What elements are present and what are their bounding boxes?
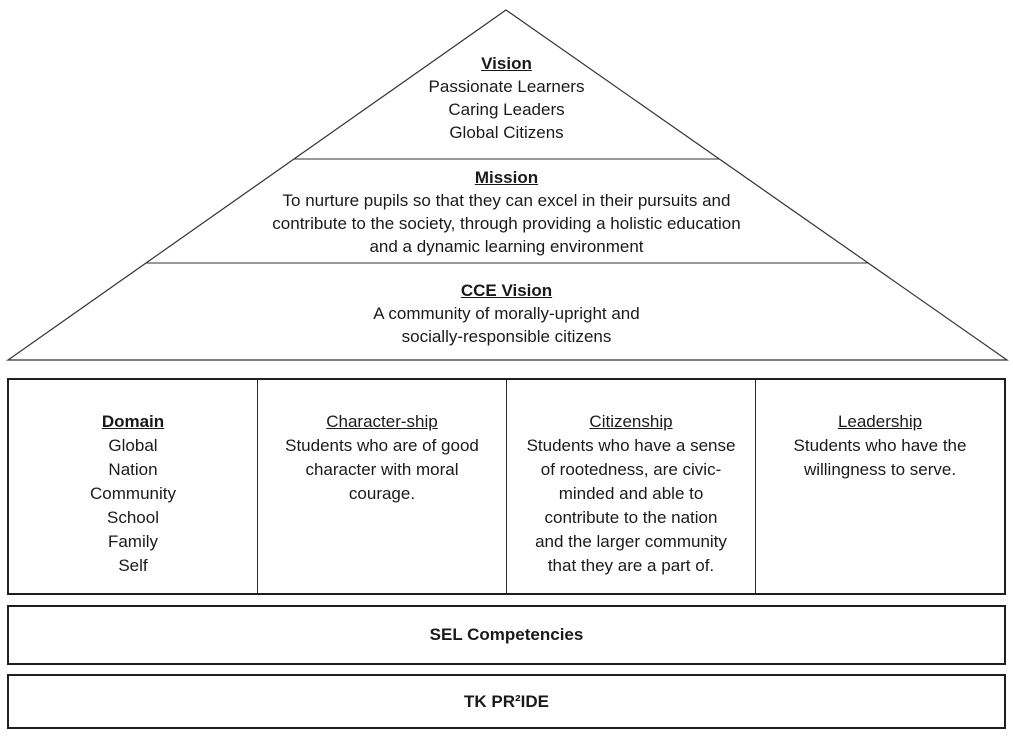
table-cell-leadership: Leadership Students who have the willing… (755, 380, 1004, 593)
domains-table: Domain Global Nation Community School Fa… (7, 378, 1006, 595)
sel-competencies-bar: SEL Competencies (7, 605, 1006, 665)
pyramid-tier-mission: Mission To nurture pupils so that they c… (0, 166, 1013, 258)
character-ship-column-body: Students who are of good character with … (285, 436, 479, 503)
tk-pride-label: TK PR²IDE (464, 691, 549, 711)
citizenship-column-title: Citizenship (589, 412, 673, 431)
mission-body: To nurture pupils so that they can excel… (272, 191, 741, 256)
pyramid-outline (6, 9, 1009, 361)
cce-vision-body: A community of morally-upright and socia… (373, 304, 640, 346)
leadership-column-title: Leadership (837, 412, 923, 431)
sel-competencies-label: SEL Competencies (429, 625, 584, 644)
tk-pride-bar: TK PR²IDE (7, 674, 1006, 729)
cce-vision-title: CCE Vision (460, 281, 553, 300)
character-ship-column-title: Character-ship (326, 412, 438, 431)
domain-column-title: Domain (101, 412, 165, 431)
pyramid-triangle-shape (6, 9, 1009, 361)
pyramid-tier-cce-vision: CCE Vision A community of morally-uprigh… (0, 279, 1013, 348)
table-cell-citizenship: Citizenship Students who have a sense of… (506, 380, 755, 593)
citizenship-column-body: Students who have a sense of rootedness,… (526, 436, 736, 575)
leadership-column-body: Students who have the willingness to ser… (793, 436, 967, 479)
table-cell-character-ship: Character-ship Students who are of good … (257, 380, 506, 593)
vision-title: Vision (481, 54, 532, 73)
table-cell-domain: Domain Global Nation Community School Fa… (9, 380, 257, 593)
mission-title: Mission (474, 168, 539, 187)
pyramid-tier-vision: Vision Passionate Learners Caring Leader… (0, 52, 1013, 144)
vision-body: Passionate Learners Caring Leaders Globa… (428, 77, 585, 142)
domain-column-body: Global Nation Community School Family Se… (90, 436, 176, 575)
